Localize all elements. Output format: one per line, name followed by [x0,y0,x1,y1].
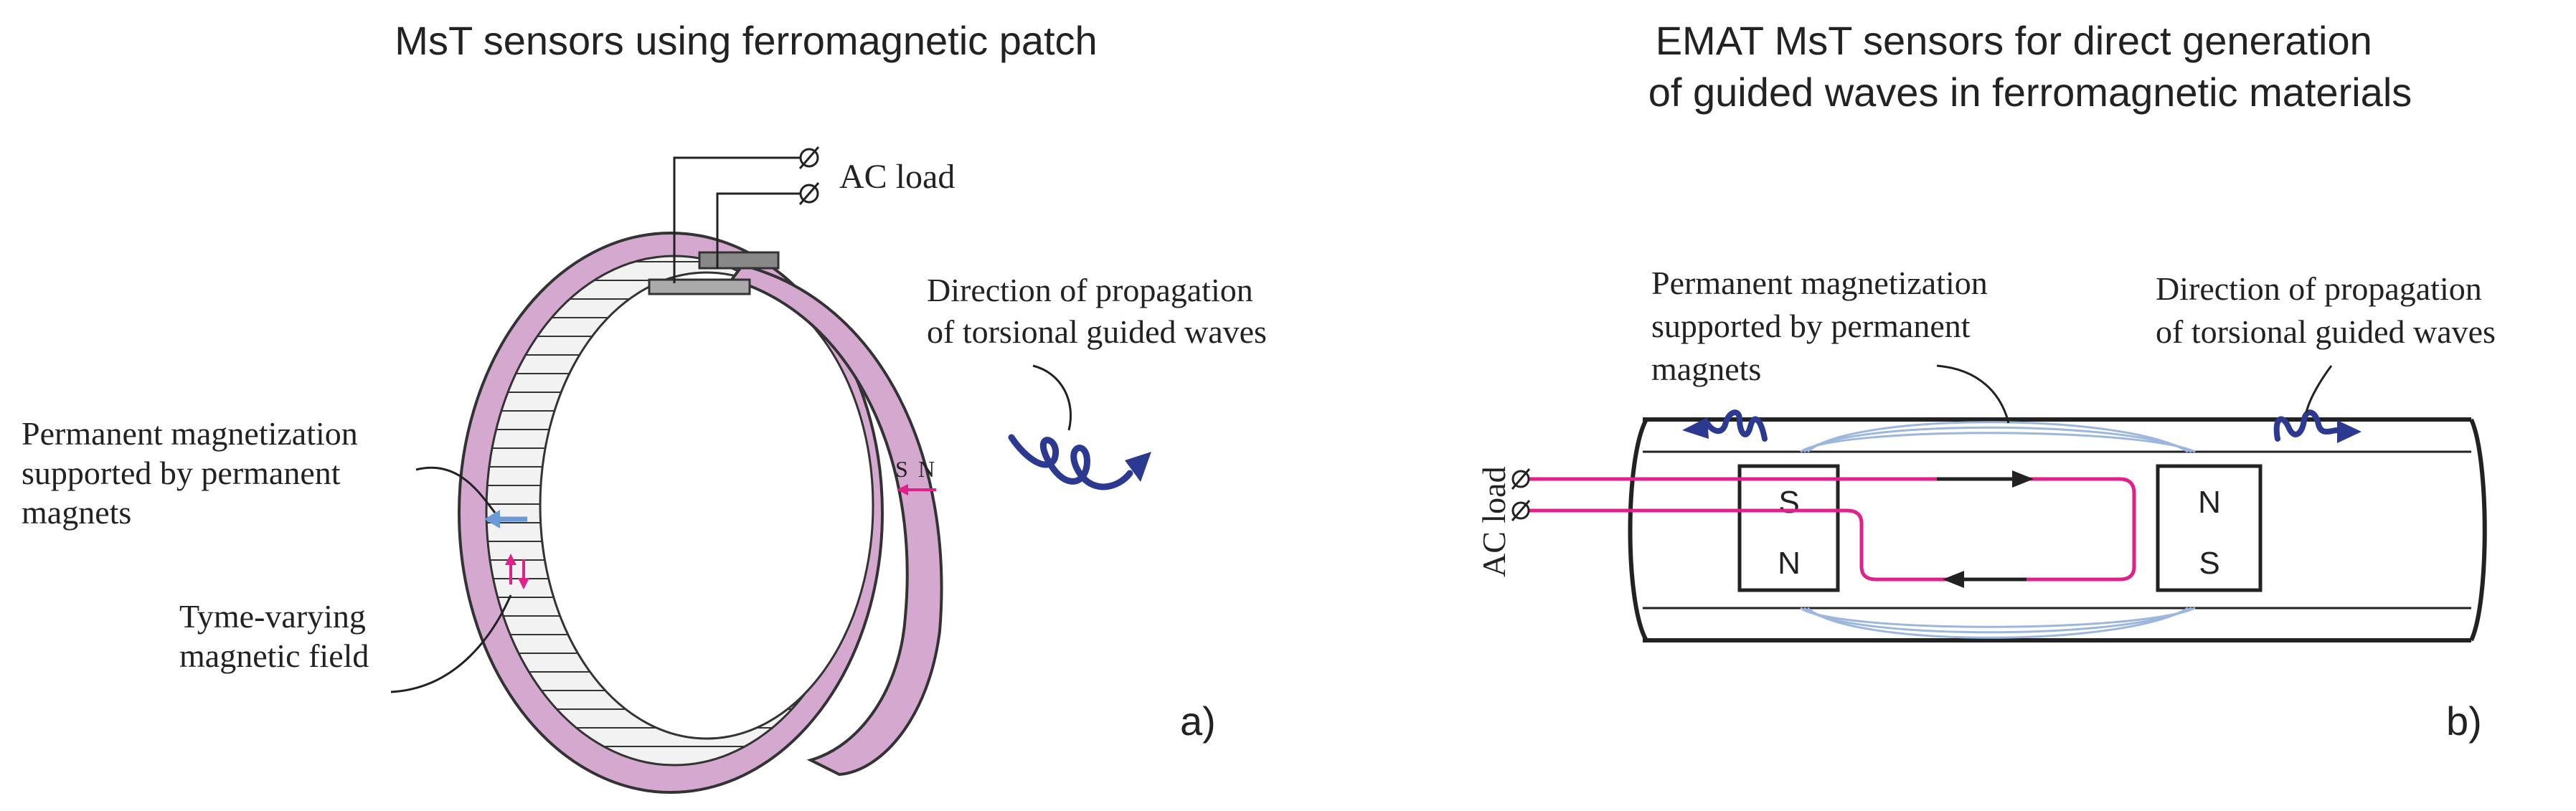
leader-line [2305,365,2333,413]
magnet-right-pole-top: N [2198,485,2221,520]
ac-load-label: AC load [839,158,955,196]
magnetization-arrow-icon [897,484,936,495]
ac-load-label-b: AC load [1476,466,1512,577]
magnet-right-pole-bottom: S [2199,546,2219,581]
magnetic-flux-lines [1800,421,2196,639]
ferromagnetic-ring [458,232,943,794]
panel-b-title: EMAT MsT sensors for direct generation o… [1648,18,2412,115]
magnet-right: N S [2156,464,2263,592]
coil-terminal-block-2 [648,278,751,295]
propagation-label-a: Direction of propagation of torsional gu… [927,272,1267,350]
ac-load-wires [673,146,820,283]
magnet-left-pole-top: S [1778,485,1799,520]
torsional-wave-icon-left [1682,409,1768,442]
leader-line [415,466,496,513]
panel-a-label: a) [1180,698,1216,744]
leader-line [1936,364,2010,424]
propagation-label-b: Direction of propagation of torsional gu… [2156,270,2496,350]
sn-label-s: S [895,456,908,482]
panel-a: MsT sensors using ferromagnetic patch AC… [22,18,1267,794]
torsional-wave-icon [1008,434,1151,490]
leader-line [390,594,512,693]
current-direction-arrow-icon [1937,470,2034,488]
ring-inner [539,271,874,740]
perm-magnetization-label-b: Permanent magnetization supported by per… [1651,265,1996,387]
sn-label-n: N [918,456,935,482]
magnet-left: S N [1737,464,1840,592]
leader-line [1032,364,1072,431]
time-varying-field-label: Tyme-varying magnetic field [179,598,374,674]
panel-a-title: MsT sensors using ferromagnetic patch [395,18,1097,63]
ring-side-band [729,263,943,777]
panel-b: EMAT MsT sensors for direct generation o… [1476,18,2496,744]
coil-terminal-block [698,251,780,270]
panel-b-label: b) [2446,698,2482,744]
magnet-left-pole-bottom: N [1778,546,1801,581]
ac-load-terminals [1511,468,1531,521]
pipe [1628,417,2487,642]
torsional-wave-icon-right [2273,409,2362,443]
time-varying-field-arrows-icon [505,554,529,589]
current-direction-arrow-icon [1943,571,2027,588]
perm-magnetization-label-a: Permanent magnetization supported by per… [22,415,366,531]
static-field-arrow-icon [484,510,527,528]
